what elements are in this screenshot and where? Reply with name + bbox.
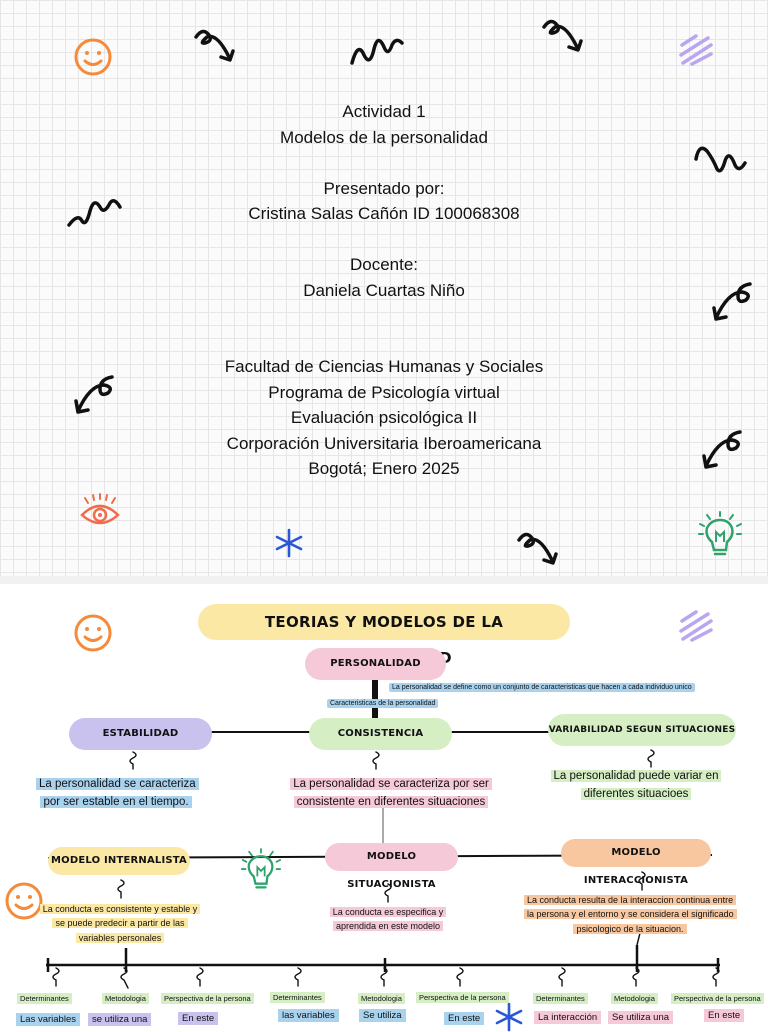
bottom-text: La interacción <box>534 1011 602 1024</box>
squiggle-icon <box>350 38 404 65</box>
cover-text-block: Actividad 1 Modelos de la personalidad P… <box>0 99 768 482</box>
characteristic-description: La personalidad se caracteriza por ser e… <box>36 775 199 812</box>
root-definition: La personalidad se define como un conjun… <box>389 683 695 692</box>
smiley-icon <box>5 882 43 920</box>
model-node: MODELO INTERACCIONISTA <box>561 839 711 886</box>
model-description: La conducta resulta de la interaccion co… <box>524 893 737 936</box>
bottom-text: Se utiliza <box>359 1009 406 1022</box>
squiggle-arrow-icon <box>194 29 235 62</box>
squiggle-icon <box>694 146 747 173</box>
scribble-icon <box>679 610 713 642</box>
characteristics-tag: Caracteristicas de la personalidad <box>327 699 439 708</box>
cover-page: Actividad 1 Modelos de la personalidad P… <box>0 0 768 576</box>
bottom-tag: Metodologia <box>611 993 658 1004</box>
bottom-text: Se utiliza una <box>608 1011 674 1024</box>
bottom-tag: Determinantes <box>533 993 588 1004</box>
characteristic-node: CONSISTENCIA <box>309 718 452 750</box>
smiley-icon <box>74 614 112 652</box>
characteristic-node: VARIABILIDAD SEGUN SITUACIONES <box>548 714 736 746</box>
mindmap-title: TEORIAS Y MODELOS DE LA PERSONALIDAD <box>198 604 570 667</box>
bottom-text: Las variables <box>16 1013 80 1026</box>
bottom-tag: Determinantes <box>17 993 72 1004</box>
bottom-tag: Perspectiva de la persona <box>671 993 764 1004</box>
cover-line: Actividad 1 <box>342 102 426 121</box>
sparkle-star-icon <box>275 528 303 558</box>
cover-line: Docente: <box>349 255 419 274</box>
cover-line: Corporación Universitaria Iberoamericana <box>226 433 542 453</box>
characteristic-node: ESTABILIDAD <box>69 718 212 750</box>
bottom-text: En este <box>704 1009 745 1022</box>
lightbulb-icon <box>698 511 742 556</box>
squiggle-arrow-icon <box>542 19 583 52</box>
characteristic-description: La personalidad puede variar en diferent… <box>548 767 724 804</box>
page-separator <box>0 576 768 584</box>
scribble-icon <box>679 34 713 66</box>
squiggle-icon <box>67 199 122 227</box>
squiggle-arrow-icon <box>517 532 558 565</box>
cover-line: Evaluación psicológica II <box>290 408 478 427</box>
bottom-tag: Perspectiva de la persona <box>416 992 509 1003</box>
bottom-text: las variables <box>278 1009 339 1022</box>
model-node: MODELO SITUACIONISTA <box>325 843 458 890</box>
bottom-tag: Metodologia <box>102 993 149 1004</box>
bottom-text: se utiliza una <box>88 1013 152 1026</box>
curl-arrow-icon <box>74 375 114 414</box>
cover-line: Programa de Psicología virtual <box>268 382 500 402</box>
bottom-tag: Perspectiva de la persona <box>161 993 254 1004</box>
characteristic-description: La personalidad se caracteriza por ser c… <box>278 775 504 812</box>
bottom-text: En este <box>178 1012 219 1025</box>
bottom-tag: Metodologia <box>358 993 405 1004</box>
root-node: PERSONALIDAD <box>305 648 446 680</box>
bottom-tag: Determinantes <box>270 992 325 1003</box>
curl-arrow-icon <box>702 430 742 469</box>
cover-line: Cristina Salas Cañón ID 100068308 <box>248 204 520 223</box>
model-node: MODELO INTERNALISTA <box>48 847 190 875</box>
cover-line: Presentado por: <box>323 178 445 198</box>
bottom-text: En este <box>444 1012 485 1025</box>
eye-icon <box>80 493 120 525</box>
lightbulb-icon <box>240 848 282 889</box>
cover-line: Daniela Cuartas Niño <box>303 280 465 300</box>
curl-arrow-icon <box>712 282 752 321</box>
smiley-icon <box>74 38 112 76</box>
model-description: La conducta es consistente y estable y s… <box>38 902 202 945</box>
cover-line: Facultad de Ciencias Humanas y Sociales <box>224 357 544 376</box>
model-description: La conducta es especifica y aprendida en… <box>321 905 455 934</box>
cover-line: Bogotá; Enero 2025 <box>308 459 460 478</box>
cover-line: Modelos de la personalidad <box>280 127 488 147</box>
